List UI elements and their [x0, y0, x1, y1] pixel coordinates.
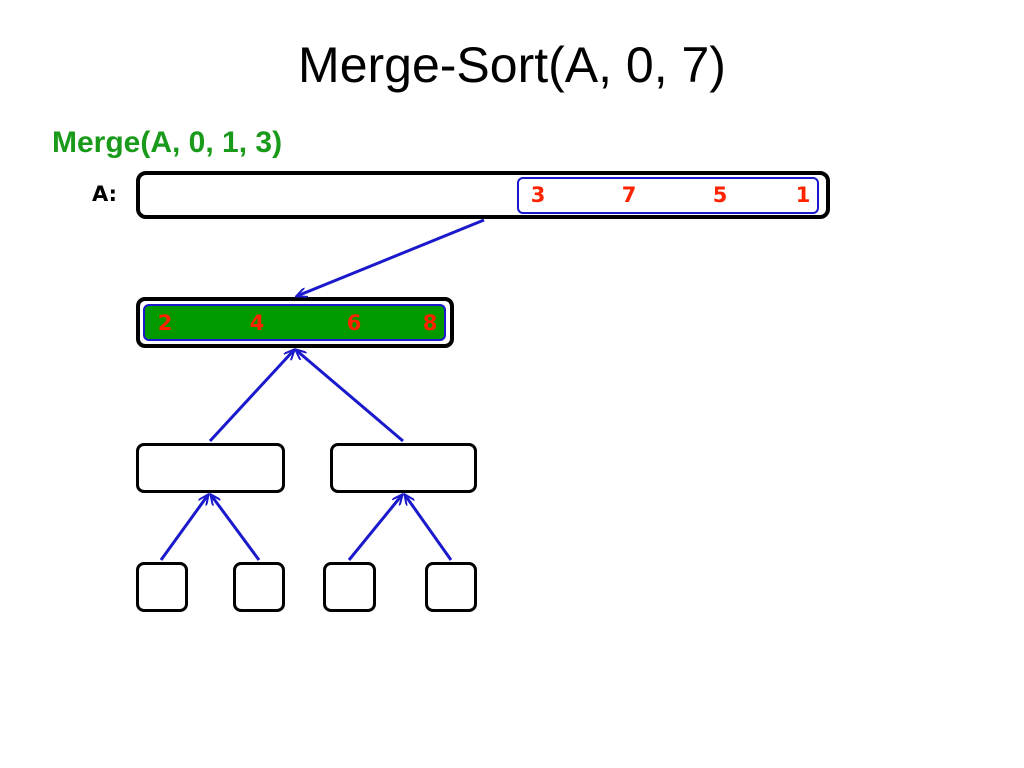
array-cell: 7	[621, 183, 637, 207]
merge-call-label: Merge(A, 0, 1, 3)	[52, 126, 283, 159]
arrow-leaf3-up	[347, 495, 402, 561]
arrow-leaf1-up	[159, 495, 208, 561]
leaf-box	[425, 562, 477, 612]
arrow-left-half-up	[208, 350, 294, 443]
array-cell: 3	[530, 183, 546, 207]
arrow-leaf4-up	[405, 495, 453, 561]
arrow-right-half-up	[296, 350, 404, 443]
merged-fill	[143, 304, 446, 341]
arrow-array-to-merged	[297, 218, 485, 296]
merged-cell: 4	[249, 311, 265, 335]
arrow-leaf2-up	[211, 495, 261, 561]
page-title: Merge-Sort(A, 0, 7)	[298, 37, 726, 93]
array-cell: 1	[795, 183, 811, 207]
active-subarray	[517, 177, 819, 214]
leaf-box	[136, 562, 188, 612]
right-half-box	[330, 443, 477, 493]
leaf-box	[323, 562, 376, 612]
merged-cell: 6	[346, 311, 362, 335]
merged-cell: 2	[157, 311, 173, 335]
leaf-box	[233, 562, 285, 612]
left-half-box	[136, 443, 285, 493]
merged-cell: 8	[422, 311, 438, 335]
array-a-box	[136, 171, 830, 219]
array-cell: 5	[712, 183, 728, 207]
array-label: A:	[92, 182, 118, 206]
